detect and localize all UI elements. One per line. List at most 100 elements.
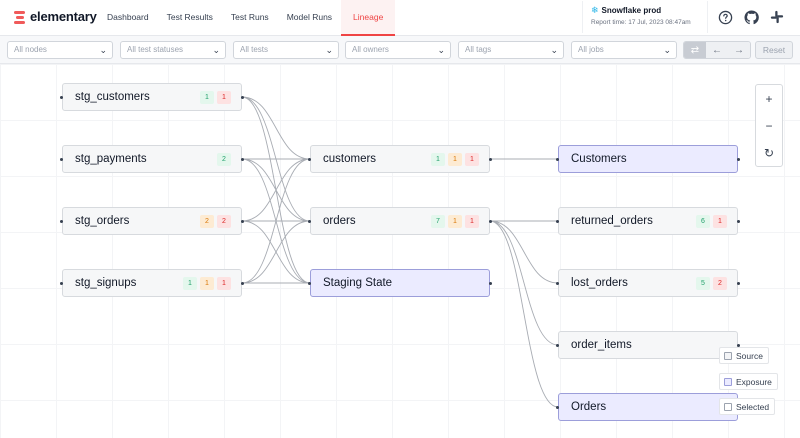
lineage-node-order-items[interactable]: order_items bbox=[556, 331, 740, 359]
owners-filter[interactable]: All owners⌄ bbox=[345, 41, 451, 59]
test-status-filter[interactable]: All test statuses ⌄ bbox=[120, 41, 226, 59]
passed-tests-badge: 7 bbox=[431, 215, 445, 228]
reset-view-icon[interactable]: ↻ bbox=[763, 145, 775, 160]
reset-button[interactable]: Reset bbox=[755, 41, 793, 59]
elementary-logo-icon bbox=[14, 10, 26, 24]
lineage-node-customers-exposure[interactable]: Customers bbox=[556, 145, 740, 173]
lineage-node-stg-payments[interactable]: stg_payments 2 bbox=[60, 145, 244, 173]
node-handle[interactable] bbox=[489, 220, 492, 223]
node-label: Staging State bbox=[323, 277, 393, 289]
warning-tests-badge: 1 bbox=[448, 153, 462, 166]
node-label: customers bbox=[323, 153, 377, 165]
environment-info: ❄ Snowflake prod Report time: 17 Jul, 20… bbox=[582, 1, 708, 33]
failed-tests-badge: 1 bbox=[465, 153, 479, 166]
node-handle[interactable] bbox=[556, 406, 559, 409]
source-swatch-icon bbox=[724, 351, 732, 360]
tests-filter-placeholder: All tests bbox=[240, 45, 269, 54]
tab-lineage[interactable]: Lineage bbox=[341, 0, 396, 36]
node-handle[interactable] bbox=[737, 158, 740, 161]
chevron-down-icon: ⌄ bbox=[212, 45, 220, 55]
node-handle[interactable] bbox=[60, 96, 63, 99]
lineage-node-orders-exposure[interactable]: Orders bbox=[556, 393, 740, 421]
top-bar: elementary Dashboard Test Results Test R… bbox=[0, 0, 800, 36]
node-handle[interactable] bbox=[556, 158, 559, 161]
failed-tests-badge: 1 bbox=[217, 277, 231, 290]
legend-exposure[interactable]: Exposure bbox=[719, 373, 778, 390]
nodes-filter-placeholder: All nodes bbox=[14, 45, 47, 54]
node-handle[interactable] bbox=[241, 220, 244, 223]
lineage-direction-toggle: ⇄ ← → bbox=[683, 41, 751, 59]
passed-tests-badge: 1 bbox=[183, 277, 197, 290]
upstream-arrow-icon[interactable]: ← bbox=[706, 42, 728, 58]
legend-selected[interactable]: Selected bbox=[719, 398, 776, 415]
passed-tests-badge: 1 bbox=[200, 91, 214, 104]
nodes-filter[interactable]: All nodes ⌄ bbox=[7, 41, 113, 59]
node-handle[interactable] bbox=[241, 96, 244, 99]
environment-name: Snowflake prod bbox=[601, 6, 662, 15]
node-handle[interactable] bbox=[60, 220, 63, 223]
node-label: Customers bbox=[571, 153, 627, 165]
slack-icon[interactable] bbox=[769, 9, 785, 25]
node-handle[interactable] bbox=[60, 158, 63, 161]
node-label: order_items bbox=[571, 339, 632, 351]
node-handle[interactable] bbox=[308, 282, 311, 285]
jobs-filter-placeholder: All jobs bbox=[578, 45, 604, 54]
app-logo[interactable]: elementary bbox=[14, 9, 97, 24]
tab-test-runs[interactable]: Test Runs bbox=[230, 12, 269, 22]
owners-filter-placeholder: All owners bbox=[352, 45, 389, 54]
node-handle[interactable] bbox=[556, 344, 559, 347]
failed-tests-badge: 2 bbox=[217, 215, 231, 228]
chevron-down-icon: ⌄ bbox=[663, 45, 671, 55]
node-handle[interactable] bbox=[737, 344, 740, 347]
zoom-out-icon[interactable]: − bbox=[765, 118, 773, 133]
node-label: returned_orders bbox=[571, 215, 653, 227]
tests-filter[interactable]: All tests ⌄ bbox=[233, 41, 339, 59]
node-label: orders bbox=[323, 215, 356, 227]
node-handle[interactable] bbox=[241, 158, 244, 161]
jobs-filter[interactable]: All jobs ⌄ bbox=[571, 41, 677, 59]
exposure-swatch-icon bbox=[724, 377, 732, 386]
chevron-down-icon: ⌄ bbox=[325, 45, 333, 55]
tab-dashboard[interactable]: Dashboard bbox=[107, 12, 149, 22]
chevron-down-icon: ⌄ bbox=[99, 45, 107, 55]
test-status-filter-placeholder: All test statuses bbox=[127, 45, 184, 54]
lineage-node-staging-state[interactable]: Staging State bbox=[308, 269, 492, 297]
warning-tests-badge: 1 bbox=[200, 277, 214, 290]
tags-filter[interactable]: All tags⌄ bbox=[458, 41, 564, 59]
github-icon[interactable] bbox=[743, 9, 759, 25]
legend-label: Source bbox=[736, 350, 763, 361]
report-time: Report time: 17 Jul, 2023 08:47am bbox=[591, 19, 691, 26]
legend-source[interactable]: Source bbox=[719, 347, 769, 364]
main-nav: Dashboard Test Results Test Runs Model R… bbox=[98, 0, 396, 36]
node-handle[interactable] bbox=[308, 220, 311, 223]
both-directions-icon[interactable]: ⇄ bbox=[684, 42, 706, 58]
node-handle[interactable] bbox=[489, 282, 492, 285]
selected-swatch-icon bbox=[724, 402, 732, 411]
node-handle[interactable] bbox=[737, 220, 740, 223]
tab-model-runs[interactable]: Model Runs bbox=[286, 12, 333, 22]
node-label: stg_payments bbox=[75, 153, 147, 165]
zoom-in-icon[interactable]: + bbox=[765, 91, 773, 106]
downstream-arrow-icon[interactable]: → bbox=[728, 42, 750, 58]
node-handle[interactable] bbox=[489, 158, 492, 161]
node-handle[interactable] bbox=[308, 158, 311, 161]
node-label: lost_orders bbox=[571, 277, 628, 289]
node-handle[interactable] bbox=[241, 282, 244, 285]
node-label: stg_orders bbox=[75, 215, 130, 227]
help-circle-icon[interactable] bbox=[717, 9, 733, 25]
node-handle[interactable] bbox=[556, 282, 559, 285]
node-label: Orders bbox=[571, 401, 607, 413]
tab-test-results[interactable]: Test Results bbox=[166, 12, 213, 22]
node-handle[interactable] bbox=[60, 282, 63, 285]
node-handle[interactable] bbox=[737, 282, 740, 285]
passed-tests-badge: 1 bbox=[431, 153, 445, 166]
node-handle[interactable] bbox=[556, 220, 559, 223]
lineage-canvas[interactable] bbox=[0, 64, 800, 438]
